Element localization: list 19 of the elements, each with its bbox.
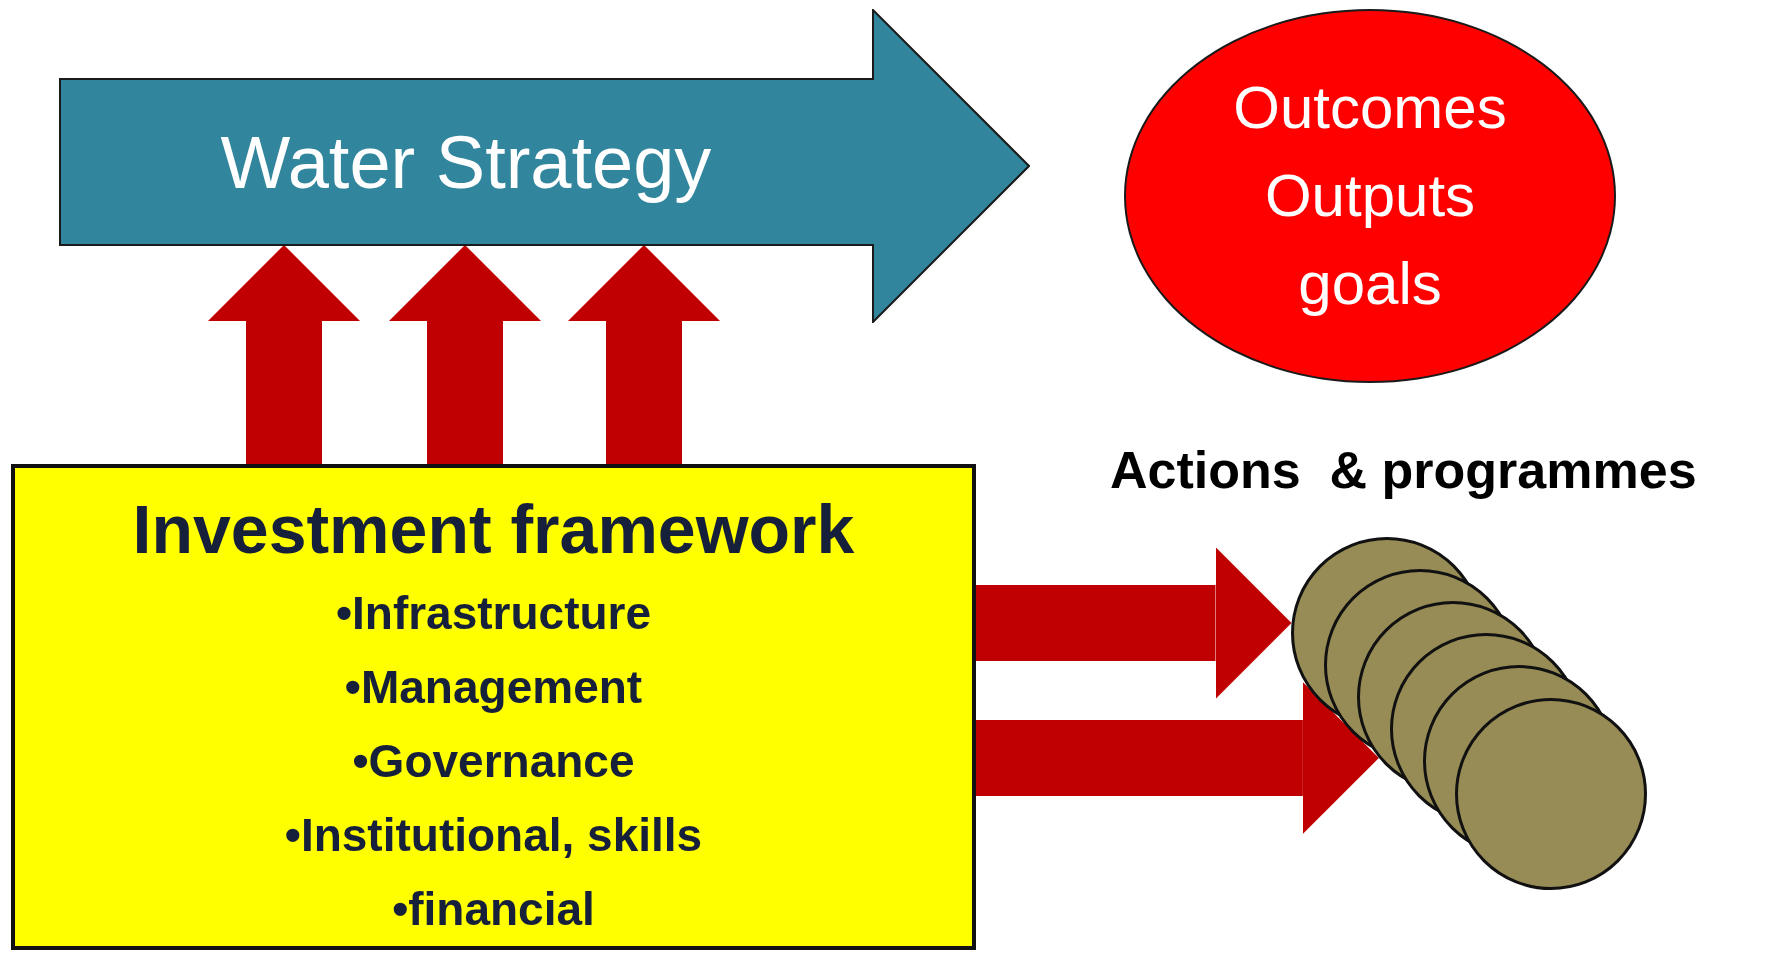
block-arrow — [389, 245, 541, 464]
box-heading: Investment framework — [132, 490, 855, 569]
block-arrow — [208, 245, 360, 464]
block-arrow — [976, 682, 1379, 834]
block-arrow — [976, 547, 1292, 699]
outcome-text: Outputs — [1264, 161, 1476, 231]
strategy-arrow — [59, 9, 1030, 323]
bullet-item: •Governance — [352, 734, 635, 789]
framework-box — [11, 464, 976, 950]
section-heading: Actions & programmes — [1110, 440, 1697, 500]
arrow-label: Water Strategy — [220, 119, 712, 205]
bullet-item: •Infrastructure — [335, 586, 652, 641]
outcome-text: Outcomes — [1233, 73, 1507, 143]
outcome-text: goals — [1298, 249, 1442, 319]
stacked-circles-drawing — [1289, 535, 1649, 892]
block-arrow — [568, 245, 720, 464]
bullet-item: •Management — [344, 660, 643, 715]
bullet-item: •financial — [392, 882, 595, 937]
bullet-item: •Institutional, skills — [284, 808, 703, 863]
